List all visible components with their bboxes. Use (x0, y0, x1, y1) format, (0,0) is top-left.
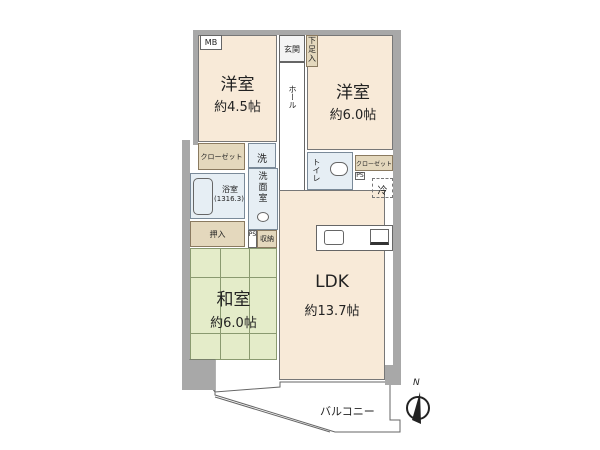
compass-icon (406, 392, 430, 424)
washbasin-icon (257, 212, 269, 222)
outer-wall-right (393, 30, 401, 385)
north-label: N (413, 378, 420, 388)
ps-shaft-1 (248, 230, 257, 248)
storage-label: 収納 (260, 235, 274, 243)
western-room-2-name: 洋室 (336, 83, 370, 103)
outer-wall-top (193, 30, 398, 35)
fridge-label: 冷 (377, 186, 388, 197)
japanese-room-size: 約6.0帖 (210, 316, 257, 331)
closet-left-label: クローゼット (200, 153, 243, 161)
ps-shaft-2 (355, 172, 365, 180)
ldk-size: 約13.7帖 (304, 304, 360, 319)
japanese-room (190, 248, 277, 360)
ps-label-1: PS (248, 231, 257, 238)
ps-label-2: PS (356, 172, 364, 179)
entrance (279, 35, 305, 62)
closet-right-label: クローゼット (355, 161, 392, 168)
bath-size-label: (1316.3) (214, 195, 244, 203)
ldk-name: LDK (315, 272, 349, 292)
fridge-space (372, 178, 393, 198)
stove-icon (370, 229, 389, 245)
western-room-2-size: 約6.0帖 (329, 108, 377, 123)
balcony-label: バルコニー (320, 405, 375, 418)
laundry-label: 洗 (257, 154, 267, 165)
outer-wall-left-upper (193, 30, 198, 145)
oshiire-label: 押入 (209, 230, 226, 239)
storage (257, 230, 277, 248)
outer-wall-left (182, 140, 190, 390)
ldk (279, 190, 385, 380)
shoe-storage-label: 下足入 (308, 36, 316, 63)
laundry-space (248, 143, 276, 168)
bathtub-icon (193, 178, 213, 215)
western-room-2 (307, 35, 393, 150)
shoe-storage (306, 35, 318, 67)
sink-icon (324, 230, 344, 245)
oshiire-closet (190, 221, 245, 247)
toilet-icon (330, 162, 348, 176)
mb-box (200, 35, 222, 50)
western-room-1 (198, 35, 277, 142)
western-room-1-size: 約4.5帖 (214, 100, 261, 115)
bath-label: 浴室 (222, 185, 238, 194)
entrance-label: 玄関 (284, 45, 300, 54)
mb-label: MB (204, 38, 218, 47)
hall-label: ホール (288, 85, 297, 109)
western-room-1-name: 洋室 (220, 75, 255, 95)
washroom-label: 洗面室 (258, 172, 268, 204)
japanese-room-name: 和室 (216, 290, 251, 310)
closet-left (198, 143, 245, 170)
toilet-label: トイレ (312, 158, 321, 182)
closet-right (355, 155, 393, 171)
